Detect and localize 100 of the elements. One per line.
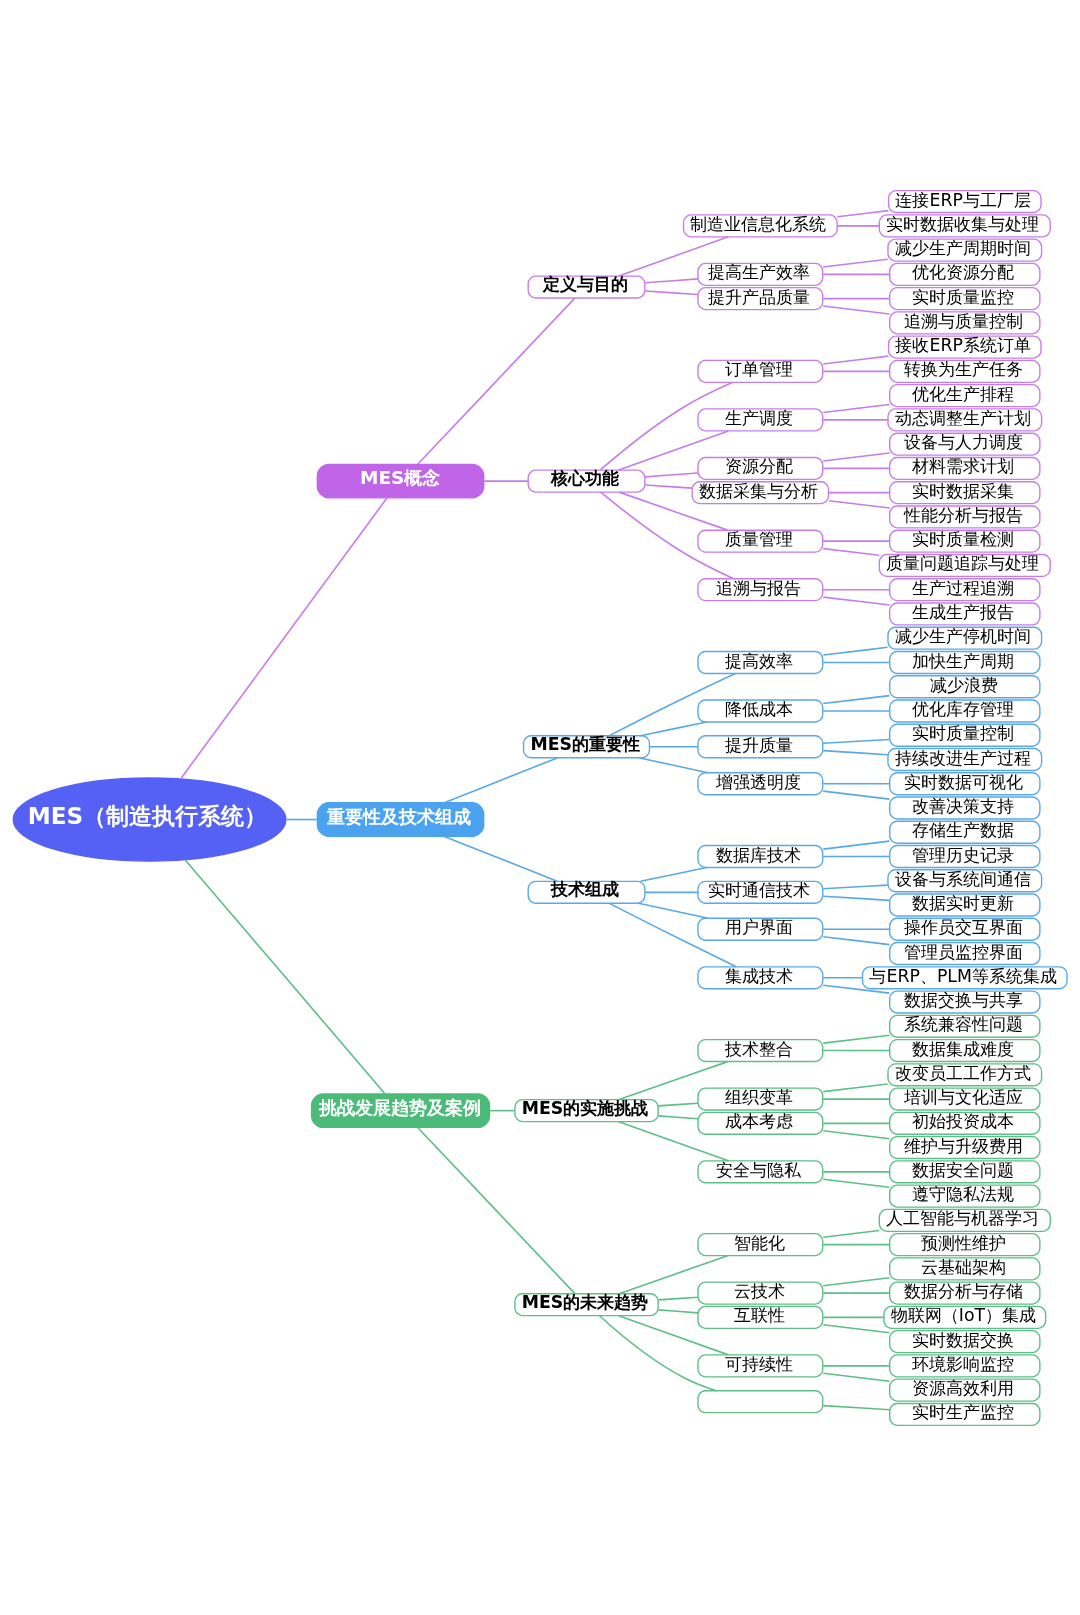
connector — [657, 1295, 699, 1301]
node-box: 人工智能与机器学习 — [878, 1208, 1051, 1232]
connector — [598, 1314, 717, 1391]
node-box: 管理员监控界面 — [889, 941, 1041, 965]
connector — [822, 935, 891, 945]
connector — [639, 866, 708, 882]
node-box: 资源高效利用 — [889, 1378, 1041, 1402]
connector — [822, 738, 891, 744]
node-box: 降低成本 — [697, 698, 824, 723]
node-box: 性能分析与报告 — [889, 504, 1041, 529]
node-box: 数据分析与存储 — [889, 1280, 1041, 1305]
node-box: 实时质量监控 — [889, 286, 1041, 310]
connector — [822, 983, 891, 994]
connector — [822, 855, 891, 857]
node-box: 加快生产周期 — [889, 650, 1041, 674]
node-box: 重要性及技术组成 — [316, 801, 485, 837]
node-box: 减少浪费 — [889, 674, 1041, 698]
connector — [644, 483, 693, 489]
node-box: 数据库技术 — [697, 844, 824, 868]
node-box: 管理历史记录 — [889, 844, 1041, 868]
connector — [822, 539, 891, 542]
node-box: 用户界面 — [697, 917, 824, 941]
node-box: 系统兼容性问题 — [889, 1014, 1041, 1038]
node-box: 质量问题追踪与处理 — [878, 553, 1051, 577]
connector — [828, 491, 891, 493]
node-box: 提高效率 — [697, 650, 824, 674]
connector — [822, 1372, 891, 1382]
node-box: 减少生产停机时间 — [887, 626, 1043, 650]
node-box: 优化生产排程 — [889, 383, 1041, 407]
connector — [822, 646, 889, 656]
connector — [822, 1122, 891, 1124]
node-box: 连接ERP与工厂层 — [887, 189, 1042, 213]
connector — [822, 257, 889, 268]
node-box: 制造业信息化系统 — [682, 213, 838, 237]
node-box: MES概念 — [316, 463, 485, 499]
connector — [822, 1033, 891, 1044]
node-box: MES的实施挑战 — [514, 1098, 659, 1122]
node-box: 数据采集与分析 — [691, 480, 830, 504]
node-box: 转换为生产任务 — [889, 359, 1041, 383]
node-box: 挑战发展趋势及案例 — [310, 1092, 491, 1128]
node-ellipse: MES（制造执行系统） — [12, 776, 287, 862]
connector — [822, 1364, 891, 1367]
connector — [822, 789, 891, 800]
node-box: 技术整合 — [697, 1038, 824, 1062]
node-box: 设备与人力调度 — [889, 432, 1041, 456]
node-box: 减少生产周期时间 — [887, 237, 1043, 262]
connector — [822, 467, 891, 469]
connector — [822, 883, 889, 890]
node-box: 增强透明度 — [697, 771, 824, 795]
node-box: 存储生产数据 — [889, 820, 1041, 844]
connector — [822, 370, 891, 372]
node-box: 操作员交互界面 — [889, 917, 1041, 941]
node-box: 组织变革 — [697, 1086, 824, 1111]
node-box: 实时质量检测 — [889, 529, 1041, 553]
node-box: 数据集成难度 — [889, 1038, 1041, 1062]
node-box: 实时数据可视化 — [889, 771, 1041, 795]
connector — [639, 720, 708, 737]
node-box: 优化库存管理 — [889, 698, 1041, 723]
node-box: 培训与文化适应 — [889, 1086, 1041, 1111]
node-box: 优化资源分配 — [889, 262, 1041, 286]
node-box: 成本考虑 — [697, 1111, 824, 1135]
connector — [822, 273, 891, 275]
node-box: 环境影响监控 — [889, 1353, 1041, 1378]
connector — [822, 1229, 880, 1238]
node-box: 追溯与报告 — [697, 577, 824, 601]
connector — [822, 1243, 891, 1245]
connector — [836, 224, 881, 227]
connector — [828, 499, 891, 509]
connector — [822, 1276, 891, 1287]
node-box: 物联网（IoT）集成 — [883, 1305, 1047, 1329]
node-box: 接收ERP系统订单 — [887, 334, 1042, 359]
node-box: 数据实时更新 — [889, 892, 1041, 917]
connector — [822, 1316, 885, 1318]
connector — [822, 588, 891, 590]
connector — [617, 429, 730, 471]
node-box: 定义与目的 — [527, 274, 646, 299]
node-box: 资源分配 — [697, 456, 824, 480]
connector — [179, 496, 388, 780]
node-box: 智能化 — [697, 1232, 824, 1256]
connector — [822, 451, 891, 462]
connector — [416, 297, 576, 465]
connector — [822, 304, 891, 315]
node-box: MES的重要性 — [522, 734, 651, 758]
connector — [822, 354, 890, 365]
node-box: 材料需求计划 — [889, 456, 1041, 480]
node-box: 数据安全问题 — [889, 1159, 1041, 1183]
connector — [637, 756, 709, 774]
connector — [822, 1170, 891, 1173]
connector — [416, 1126, 576, 1294]
connector — [637, 902, 709, 919]
node-box: 实时数据交换 — [889, 1329, 1041, 1353]
node-box: 集成技术 — [697, 965, 824, 989]
node-box: 追溯与质量控制 — [889, 310, 1041, 335]
node-box: 核心功能 — [527, 468, 646, 493]
node-box: 持续改进生产过程 — [887, 747, 1043, 771]
connector — [618, 1254, 729, 1294]
node-box: 数据交换与共享 — [889, 989, 1041, 1014]
connector — [822, 1291, 891, 1294]
connector — [184, 858, 386, 1094]
connector — [836, 209, 890, 218]
